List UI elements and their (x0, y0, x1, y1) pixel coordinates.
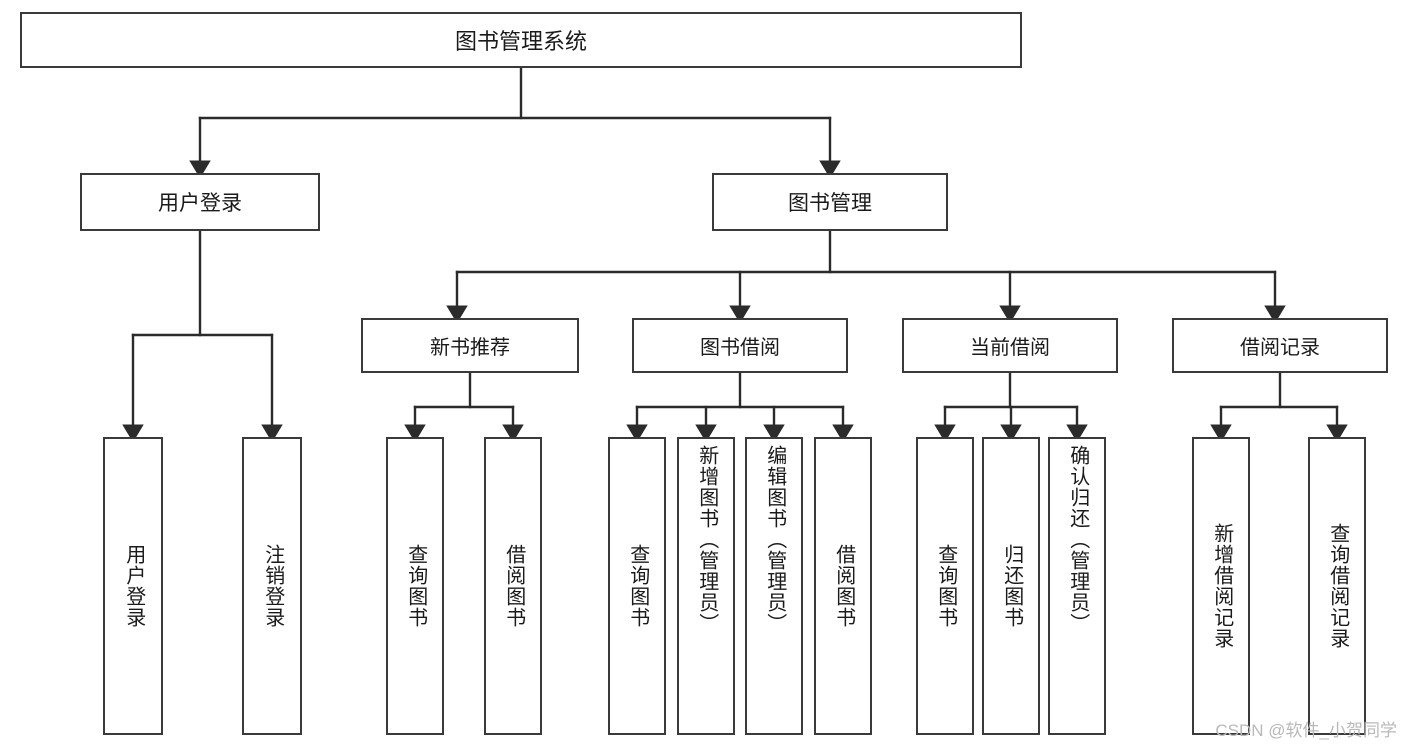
node-current-borrow[interactable]: 当前借阅 (902, 318, 1118, 373)
node-current-borrow-label: 当前借阅 (970, 337, 1050, 359)
node-new-book-recommend-label: 新书推荐 (430, 337, 510, 359)
node-leaf-query-book-1-label: 查询图书 (404, 544, 427, 628)
node-leaf-user-login-label: 用户登录 (122, 544, 145, 628)
node-leaf-confirm-return-label: 确认归还（管理员） (1066, 445, 1089, 634)
node-leaf-add-book[interactable]: 新增图书（管理员） (677, 437, 735, 735)
node-leaf-borrow-book-1[interactable]: 借阅图书 (484, 437, 542, 735)
node-leaf-query-book-3[interactable]: 查询图书 (916, 437, 974, 735)
node-leaf-return-book[interactable]: 归还图书 (982, 437, 1040, 735)
node-root-label: 图书管理系统 (454, 29, 587, 54)
node-user-login[interactable]: 用户登录 (80, 173, 320, 231)
node-leaf-borrow-book-1-label: 借阅图书 (502, 544, 525, 628)
edge-paths (122, 66, 1348, 443)
node-leaf-borrow-book-2[interactable]: 借阅图书 (814, 437, 872, 735)
node-root[interactable]: 图书管理系统 (20, 12, 1022, 68)
node-new-book-recommend[interactable]: 新书推荐 (361, 318, 579, 373)
node-book-manage-label: 图书管理 (788, 192, 872, 215)
node-leaf-add-record-label: 新增借阅记录 (1210, 523, 1233, 649)
node-leaf-add-book-label: 新增图书（管理员） (695, 445, 718, 634)
node-leaf-query-book-3-label: 查询图书 (934, 544, 957, 628)
node-leaf-return-book-label: 归还图书 (1000, 544, 1023, 628)
node-leaf-logout[interactable]: 注销登录 (242, 437, 302, 735)
node-leaf-add-record[interactable]: 新增借阅记录 (1192, 437, 1250, 735)
node-book-borrow[interactable]: 图书借阅 (632, 318, 848, 373)
node-user-login-label: 用户登录 (158, 192, 242, 215)
node-leaf-query-record-label: 查询借阅记录 (1326, 523, 1349, 649)
node-leaf-query-record[interactable]: 查询借阅记录 (1308, 437, 1366, 735)
node-leaf-borrow-book-2-label: 借阅图书 (832, 544, 855, 628)
node-book-manage[interactable]: 图书管理 (712, 173, 948, 231)
node-leaf-user-login[interactable]: 用户登录 (103, 437, 163, 735)
node-book-borrow-label: 图书借阅 (700, 337, 780, 359)
node-leaf-query-book-2-label: 查询图书 (626, 544, 649, 628)
csdn-watermark: CSDN @软件_小贺同学 (1215, 721, 1397, 740)
node-borrow-record[interactable]: 借阅记录 (1172, 318, 1388, 373)
node-leaf-logout-label: 注销登录 (261, 544, 284, 628)
node-leaf-query-book-1[interactable]: 查询图书 (386, 437, 444, 735)
node-leaf-confirm-return[interactable]: 确认归还（管理员） (1048, 437, 1106, 735)
node-leaf-query-book-2[interactable]: 查询图书 (608, 437, 666, 735)
node-leaf-edit-book[interactable]: 编辑图书（管理员） (745, 437, 803, 735)
node-leaf-edit-book-label: 编辑图书（管理员） (763, 445, 786, 634)
node-borrow-record-label: 借阅记录 (1240, 337, 1320, 359)
